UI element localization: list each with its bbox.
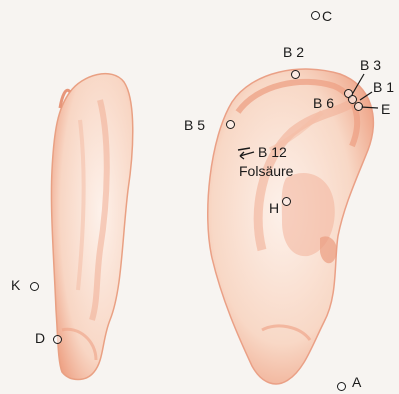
point-B5-marker xyxy=(226,120,235,129)
point-C-marker xyxy=(311,11,320,20)
label-B6: B 6 xyxy=(313,96,334,110)
label-B5: B 5 xyxy=(184,118,205,132)
left-ear-back-view xyxy=(51,74,132,380)
label-B2: B 2 xyxy=(283,45,304,59)
label-B12: B 12 xyxy=(258,145,287,159)
point-E-marker xyxy=(354,102,363,111)
point-D-marker xyxy=(53,335,62,344)
label-E: E xyxy=(381,102,390,116)
label-K: K xyxy=(11,278,20,292)
label-C: C xyxy=(322,9,332,23)
point-B2-marker xyxy=(291,70,300,79)
point-H-marker xyxy=(282,197,291,206)
point-A-marker xyxy=(337,382,346,391)
right-ear-front-view xyxy=(208,69,378,384)
label-folsaeure: Folsäure xyxy=(239,164,293,178)
label-B1: B 1 xyxy=(373,80,394,94)
label-B3: B 3 xyxy=(360,58,381,72)
label-H: H xyxy=(269,201,279,215)
label-D: D xyxy=(35,331,45,345)
label-A: A xyxy=(352,375,361,389)
point-K-marker xyxy=(30,282,39,291)
